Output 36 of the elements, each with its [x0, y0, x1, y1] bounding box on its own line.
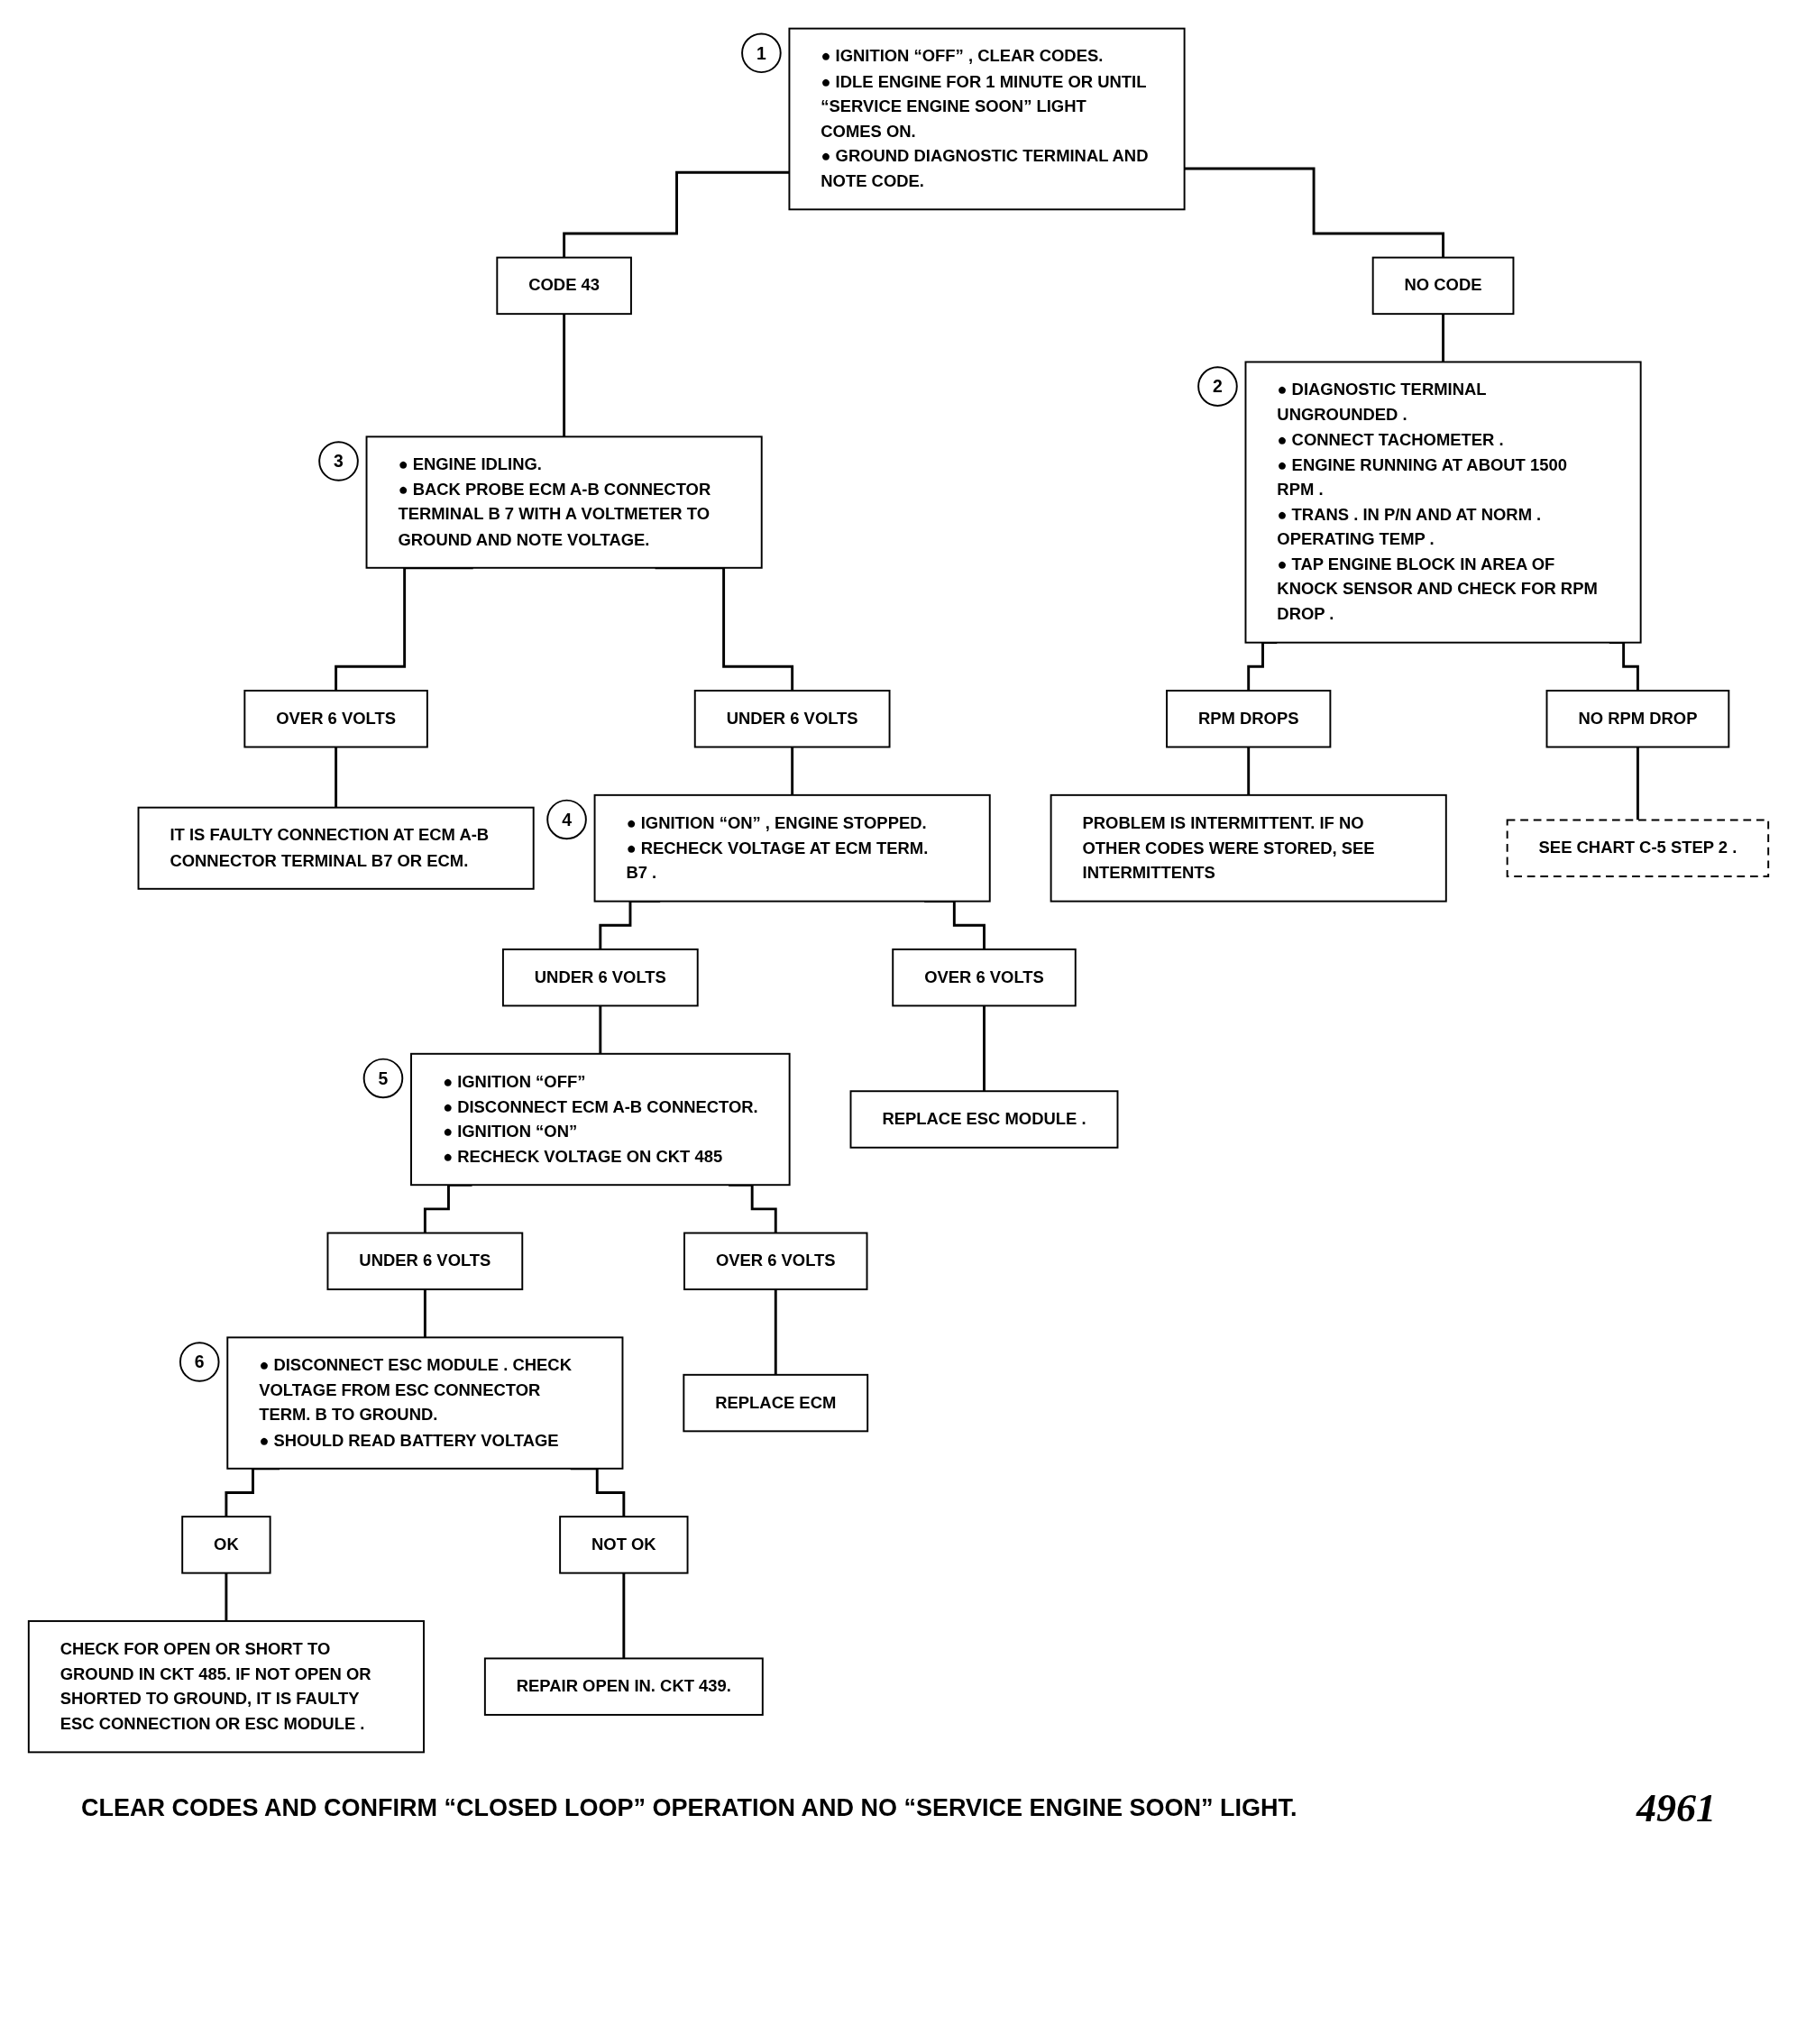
- node-box: ● IGNITION “OFF” , CLEAR CODES. ● IDLE ENGINE FOR 1 MINUTE OR UNTIL “SERVICE ENGINE SOON” LIGHT COMES ON. ● GROUND DIAGNOSTIC TERMINAL AND NOTE CODE.: [788, 27, 1186, 211]
- node-box: UNDER 6 VOLTS: [693, 690, 891, 748]
- step-number: 5: [362, 1058, 404, 1099]
- step-number: 2: [1197, 366, 1238, 407]
- node-box: NO CODE: [1371, 256, 1515, 316]
- node-box: CODE 43: [496, 256, 632, 316]
- node-box: ● ENGINE IDLING. ● BACK PROBE ECM A-B CONNECTOR TERMINAL B 7 WITH A VOLTMETER TO GROUND AND NOTE VOLTAGE.: [365, 435, 763, 569]
- step-number: 3: [318, 441, 359, 481]
- step-number: 1: [741, 32, 782, 74]
- node-box: REPAIR OPEN IN. CKT 439.: [483, 1657, 764, 1716]
- node-box: RPM DROPS: [1166, 690, 1332, 748]
- node-box: ● IGNITION “ON” , ENGINE STOPPED. ● RECHECK VOLTAGE AT ECM TERM. B7 .: [593, 793, 991, 903]
- caption: CLEAR CODES AND CONFIRM “CLOSED LOOP” OPERATION AND NO “SERVICE ENGINE SOON” LIGHT.: [81, 1794, 1297, 1822]
- step-number: 6: [179, 1342, 220, 1382]
- node-box: OK: [181, 1516, 271, 1574]
- figure-number: 4961: [1637, 1785, 1716, 1831]
- node-box: NOT OK: [559, 1516, 689, 1574]
- connector: [1636, 746, 1639, 821]
- node-box: OVER 6 VOLTS: [892, 948, 1077, 1007]
- step-number: 4: [546, 799, 587, 840]
- node-box: PROBLEM IS INTERMITTENT. IF NO OTHER CODES WERE STORED, SEE INTERMITTENTS: [1050, 793, 1447, 903]
- node-box: ● DISCONNECT ESC MODULE . CHECK VOLTAGE FROM ESC CONNECTOR TERM. B TO GROUND. ● SHOULD READ BATTERY VOLTAGE: [226, 1336, 624, 1470]
- node-box: UNDER 6 VOLTS: [501, 948, 699, 1007]
- node-box: ● IGNITION “OFF” ● DISCONNECT ECM A-B CONNECTOR. ● IGNITION “ON” ● RECHECK VOLTAGE ON CKT 485: [410, 1052, 791, 1187]
- node-box: ● DIAGNOSTIC TERMINAL UNGROUNDED . ● CONNECT TACHOMETER . ● ENGINE RUNNING AT ABOUT 1500 RPM . ● TRANS . IN P/N AND AT NORM . OPERATING TEMP . ● TAP ENGINE BLOCK IN AREA OF KNOCK SENSOR AND CHECK FOR RPM DROP .: [1244, 361, 1642, 644]
- node-box: REPLACE ESC MODULE .: [849, 1090, 1119, 1149]
- connector: [622, 1572, 626, 1660]
- node-box: OVER 6 VOLTS: [243, 690, 428, 748]
- node-box: UNDER 6 VOLTS: [326, 1232, 524, 1290]
- node-box: IT IS FAULTY CONNECTION AT ECM A-B CONNECTOR TERMINAL B7 OR ECM.: [137, 806, 535, 890]
- node-box: CHECK FOR OPEN OR SHORT TO GROUND IN CKT 485. IF NOT OPEN OR SHORTED TO GROUND, IT IS FAULTY ESC CONNECTION OR ESC MODULE .: [27, 1620, 425, 1754]
- node-box: REPLACE ECM: [683, 1373, 869, 1433]
- connector: [983, 1004, 986, 1093]
- node-box: NO RPM DROP: [1545, 690, 1730, 748]
- node-box: SEE CHART C-5 STEP 2 .: [1506, 819, 1770, 877]
- node-box: OVER 6 VOLTS: [683, 1232, 868, 1290]
